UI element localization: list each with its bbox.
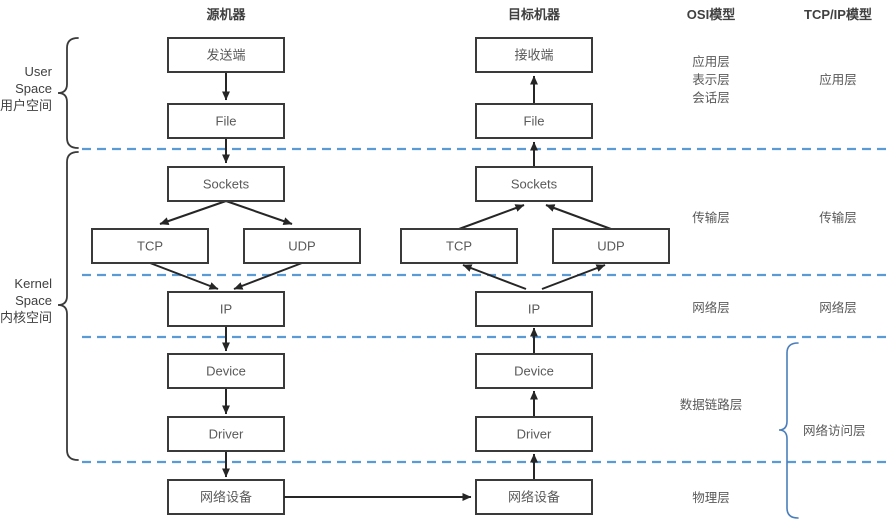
tgt-box-udp-label: UDP — [597, 238, 624, 253]
osi-layer-transport: 传输层 — [692, 210, 730, 225]
user-space-line2: Space — [15, 81, 52, 96]
arrow-src-tcp-ip — [149, 262, 219, 290]
tcpip-layer-access: 网络访问层 — [803, 423, 866, 438]
tgt-box-udp[interactable]: UDP — [552, 228, 670, 264]
src-box-ip-label: IP — [220, 301, 232, 316]
tgt-box-tcp-label: TCP — [446, 238, 472, 253]
osi-model-title: OSI模型 — [687, 7, 735, 22]
tgt-box-driver-label: Driver — [517, 426, 552, 441]
src-box-ip[interactable]: IP — [167, 291, 285, 327]
osi-layer-physical: 物理层 — [692, 491, 730, 505]
source-machine-title: 源机器 — [206, 7, 246, 22]
tcpip-model-title: TCP/IP模型 — [804, 7, 872, 22]
src-box-udp[interactable]: UDP — [243, 228, 361, 264]
tgt-box-file[interactable]: File — [475, 103, 593, 139]
tgt-box-tcp[interactable]: TCP — [400, 228, 518, 264]
arrow-tgt-udp-sockets — [545, 204, 612, 230]
tgt-box-device[interactable]: Device — [475, 353, 593, 389]
src-box-file-label: File — [216, 113, 237, 128]
osi-layer-network: 网络层 — [692, 300, 730, 315]
src-box-tcp-label: TCP — [137, 238, 163, 253]
arrow-tgt-ip-tcp — [462, 264, 527, 290]
kernel-space-line3: 内核空间 — [0, 310, 52, 325]
kernel-space-line2: Space — [15, 293, 52, 308]
tgt-box-sockets-label: Sockets — [511, 176, 558, 191]
arrow-tgt-ip-udp — [541, 264, 606, 290]
src-box-file[interactable]: File — [167, 103, 285, 139]
osi-layer-application: 应用层 — [692, 54, 730, 69]
src-box-device-label: Device — [206, 363, 246, 378]
osi-layer-datalink: 数据链路层 — [680, 397, 743, 412]
brace-network-access — [778, 342, 799, 519]
src-box-driver[interactable]: Driver — [167, 416, 285, 452]
src-box-netdev-label: 网络设备 — [200, 489, 252, 504]
brace-kernel-space — [57, 151, 79, 461]
tgt-box-netdev[interactable]: 网络设备 — [475, 479, 593, 515]
kernel-space-line1: Kernel — [14, 276, 52, 291]
src-box-device[interactable]: Device — [167, 353, 285, 389]
tgt-box-app[interactable]: 接收端 — [475, 37, 593, 73]
src-box-app-label: 发送端 — [206, 47, 245, 62]
src-box-sockets[interactable]: Sockets — [167, 166, 285, 202]
tcpip-layer-application: 应用层 — [819, 72, 857, 87]
osi-layer-session: 会话层 — [692, 91, 730, 105]
tgt-box-driver[interactable]: Driver — [475, 416, 593, 452]
src-box-driver-label: Driver — [209, 426, 244, 441]
tgt-box-ip-label: IP — [528, 301, 540, 316]
tgt-box-ip[interactable]: IP — [475, 291, 593, 327]
arrow-src-sockets-udp — [225, 200, 293, 225]
arrow-src-sockets-tcp — [159, 200, 227, 225]
user-space-line1: User — [25, 64, 53, 79]
arrow-tgt-tcp-sockets — [458, 204, 525, 230]
tgt-box-file-label: File — [524, 113, 545, 128]
osi-layer-presentation: 表示层 — [692, 73, 730, 87]
src-box-sockets-label: Sockets — [203, 176, 250, 191]
tcpip-layer-network: 网络层 — [819, 300, 857, 315]
brace-user-space — [57, 37, 79, 149]
tgt-box-device-label: Device — [514, 363, 554, 378]
tgt-box-app-label: 接收端 — [514, 47, 553, 62]
tgt-box-netdev-label: 网络设备 — [508, 489, 560, 504]
arrow-src-udp-ip — [233, 262, 303, 290]
tgt-box-sockets[interactable]: Sockets — [475, 166, 593, 202]
tcpip-layer-transport: 传输层 — [819, 210, 857, 225]
src-box-tcp[interactable]: TCP — [91, 228, 209, 264]
user-space-line3: 用户空间 — [0, 98, 52, 113]
src-box-netdev[interactable]: 网络设备 — [167, 479, 285, 515]
target-machine-title: 目标机器 — [508, 7, 561, 22]
src-box-app[interactable]: 发送端 — [167, 37, 285, 73]
src-box-udp-label: UDP — [288, 238, 315, 253]
